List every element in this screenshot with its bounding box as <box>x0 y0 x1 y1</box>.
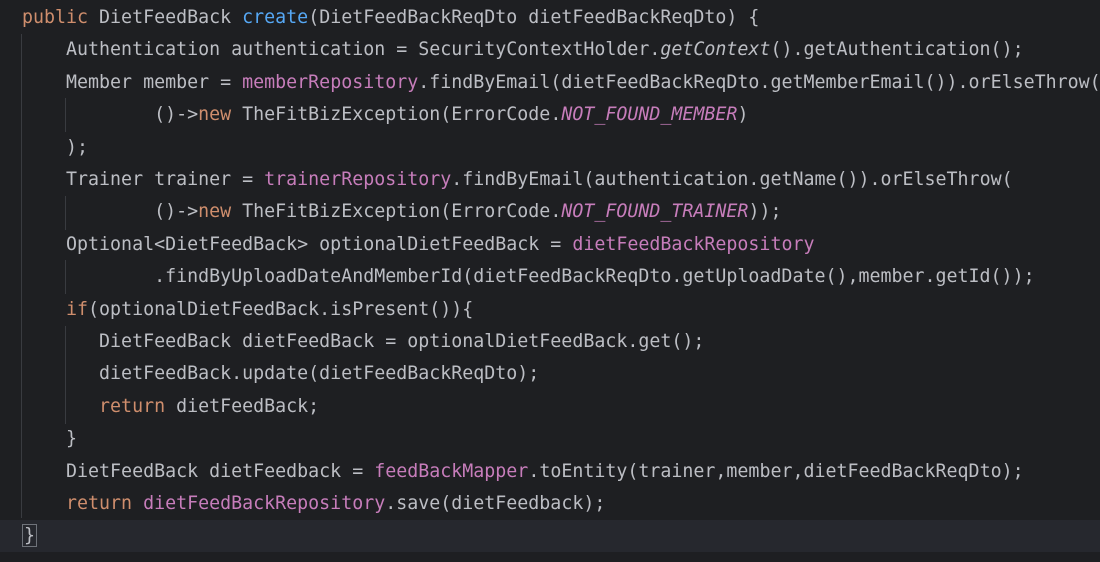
indent <box>22 461 66 482</box>
code-line[interactable]: dietFeedBack.update(dietFeedBackReqDto); <box>0 358 1100 390</box>
code-token: ); <box>66 136 89 158</box>
code-token: memberRepository <box>242 71 419 93</box>
code-line[interactable]: ()->new TheFitBizException(ErrorCode.NOT… <box>0 99 1100 131</box>
indent <box>22 299 66 320</box>
code-line[interactable]: } <box>0 520 1100 553</box>
code-token: .save(dietFeedback); <box>385 493 606 514</box>
indent <box>22 363 99 384</box>
code-line[interactable]: } <box>0 423 1100 455</box>
indent-guide <box>65 196 66 230</box>
indent-guide <box>21 34 22 518</box>
indent <box>22 396 99 417</box>
code-token: .findByUploadDateAndMemberId(dietFeedBac… <box>154 266 1035 288</box>
code-token: ()-> <box>154 201 199 223</box>
code-token: trainerRepository <box>264 169 452 190</box>
code-line[interactable]: Trainer trainer = trainerRepository.find… <box>0 164 1100 196</box>
code-token: new <box>198 104 243 126</box>
indent <box>22 493 66 514</box>
code-token: ().getAuthentication(); <box>770 39 1024 61</box>
code-token: (optionalDietFeedBack.isPresent()){ <box>88 298 474 320</box>
code-line[interactable]: if(optionalDietFeedBack.isPresent()){ <box>0 294 1100 326</box>
code-token: TheFitBizException(ErrorCode. <box>242 201 562 223</box>
code-token: (DietFeedBackReqDto dietFeedBackReqDto) … <box>308 7 760 28</box>
indent <box>22 169 66 190</box>
code-line[interactable]: ()->new TheFitBizException(ErrorCode.NOT… <box>0 196 1100 228</box>
code-token: Authentication authentication = Security… <box>66 39 661 61</box>
code-token: )); <box>748 201 782 223</box>
code-line[interactable]: .findByUploadDateAndMemberId(dietFeedBac… <box>0 261 1100 293</box>
code-token: ) <box>737 104 749 126</box>
code-token: .toEntity(trainer,member,dietFeedBackReq… <box>528 460 1024 482</box>
code-line[interactable]: Member member = memberRepository.findByE… <box>0 67 1100 99</box>
code-token: return <box>99 395 177 417</box>
code-token: public <box>22 7 100 28</box>
code-token: Member member = <box>66 71 243 93</box>
code-token: NOT_FOUND_TRAINER <box>561 201 749 223</box>
indent-guide <box>65 326 66 424</box>
code-token: Trainer trainer = <box>66 169 265 190</box>
code-token: DietFeedBack <box>99 7 243 28</box>
code-token: .findByEmail(authentication.getName()).o… <box>451 169 1013 190</box>
indent <box>22 266 154 287</box>
code-token: if <box>66 298 89 320</box>
code-token: getContext <box>660 39 771 61</box>
code-token: NOT_FOUND_MEMBER <box>561 104 738 126</box>
code-token: DietFeedBack dietFeedBack = optionalDiet… <box>99 331 705 352</box>
code-line[interactable]: return dietFeedBackRepository.save(dietF… <box>0 488 1100 520</box>
code-token: new <box>198 201 243 223</box>
indent <box>22 104 154 125</box>
code-line[interactable]: Optional<DietFeedBack> optionalDietFeedB… <box>0 229 1100 261</box>
code-token: .findByEmail(dietFeedBackReqDto.getMembe… <box>418 71 1100 93</box>
code-token: dietFeedBackRepository <box>143 493 386 514</box>
code-line[interactable]: DietFeedBack dietFeedBack = optionalDiet… <box>0 326 1100 358</box>
code-token: Optional<DietFeedBack> optionalDietFeedB… <box>66 233 573 255</box>
code-token: dietFeedBackRepository <box>572 233 815 255</box>
code-token: DietFeedBack dietFeedback = <box>66 460 375 482</box>
code-token: return <box>66 493 144 514</box>
indent <box>22 39 66 60</box>
code-token: ()-> <box>154 104 199 126</box>
indent <box>22 428 66 449</box>
code-line[interactable]: Authentication authentication = Security… <box>0 34 1100 66</box>
code-token: TheFitBizException(ErrorCode. <box>242 104 562 126</box>
code-token: feedBackMapper <box>374 460 529 482</box>
indent <box>22 331 99 352</box>
indent <box>22 201 154 222</box>
code-token: create <box>242 7 309 28</box>
indent <box>22 137 66 158</box>
indent <box>22 234 66 255</box>
code-token: dietFeedBack.update(dietFeedBackReqDto); <box>99 363 540 385</box>
code-line[interactable]: public DietFeedBack create(DietFeedBackR… <box>0 2 1100 34</box>
code-line[interactable]: DietFeedBack dietFeedback = feedBackMapp… <box>0 456 1100 488</box>
indent <box>22 72 66 93</box>
indent-guide <box>65 260 66 294</box>
code-token: } <box>66 428 78 450</box>
matched-brace: } <box>22 524 38 548</box>
code-line[interactable]: return dietFeedBack; <box>0 391 1100 423</box>
code-token: dietFeedBack; <box>176 395 320 417</box>
indent-guide <box>65 98 66 132</box>
code-line[interactable]: ); <box>0 132 1100 164</box>
